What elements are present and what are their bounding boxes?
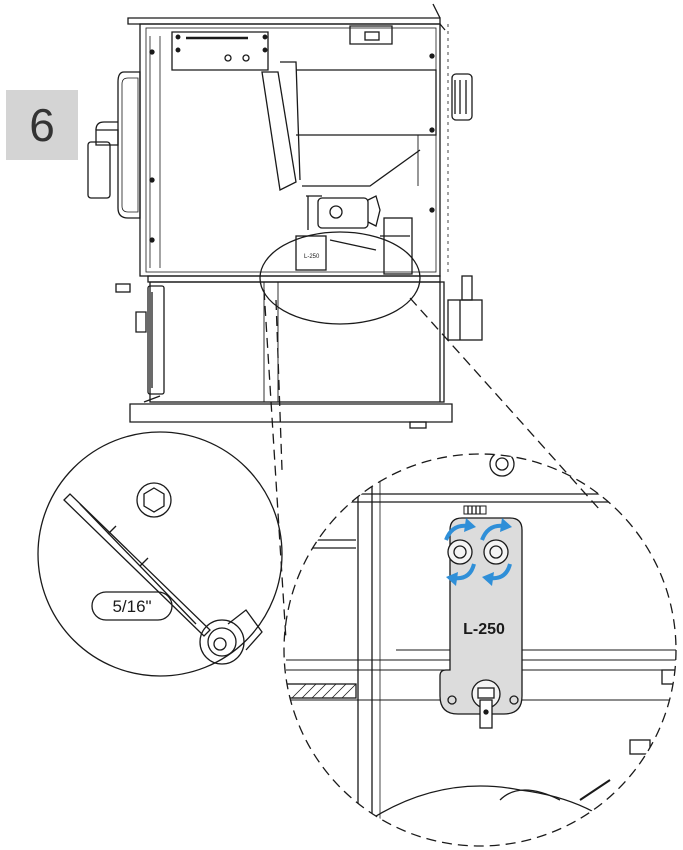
thermostat-plate: L-250 [439, 505, 523, 729]
detail-circle-border [283, 453, 677, 847]
step-badge: 6 [6, 90, 78, 160]
thermostat-model-label: L-250 [463, 621, 505, 638]
hex-bolt-icon [136, 482, 172, 518]
detail-source-circle [259, 231, 421, 325]
socket-wrench-icon [63, 493, 263, 665]
stove-rear-view: L-250 [87, 3, 483, 429]
svg-text:L-250: L-250 [304, 254, 320, 260]
wrench-size-capsule [91, 591, 173, 621]
detail-leader-lines [263, 289, 601, 641]
wrench-detail: 5/16" [37, 431, 283, 677]
wrench-size-label: 5/16" [112, 597, 151, 616]
step-number: 6 [29, 99, 55, 151]
